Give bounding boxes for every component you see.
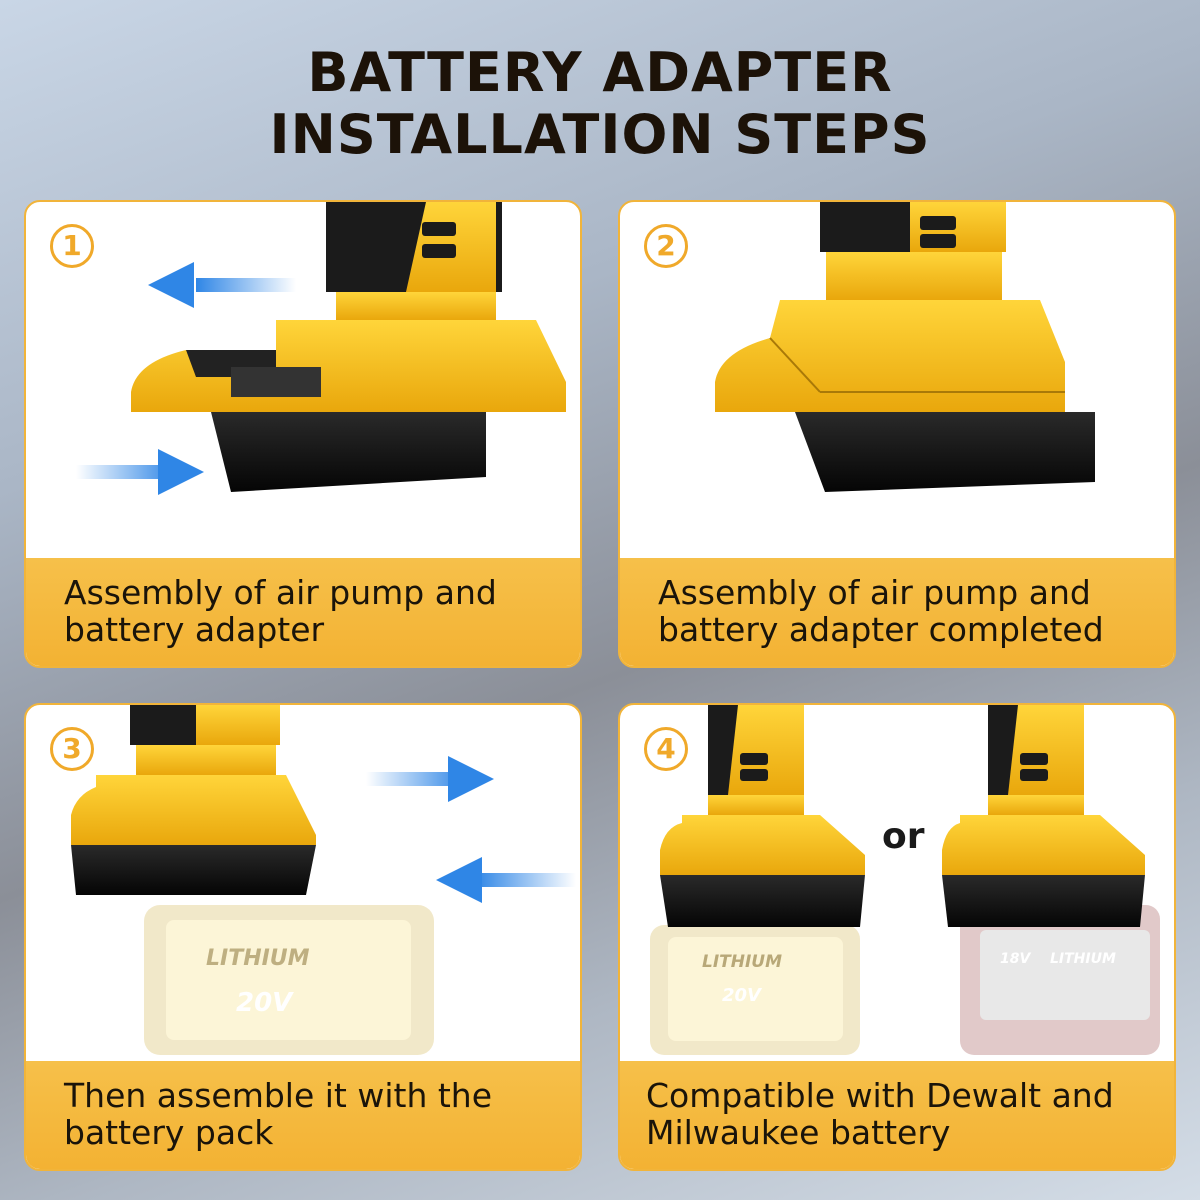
caption-line-2: battery adapter completed xyxy=(658,610,1104,649)
caption-band: Then assemble it with the battery pack xyxy=(26,1061,580,1169)
step-1-illustration xyxy=(76,202,566,495)
step-4-illustration: LITHIUM 20V 18V LITHIUM or xyxy=(650,705,1160,1055)
caption-line-2: Milwaukee battery xyxy=(646,1113,951,1152)
step-number-badge: 1 xyxy=(50,224,94,268)
caption-band: Assembly of air pump and battery adapter xyxy=(26,558,580,666)
step-card-4: LITHIUM 20V 18V LITHIUM or 4 Compatible … xyxy=(618,703,1176,1171)
caption-line-2: battery adapter xyxy=(64,610,325,649)
caption-band: Compatible with Dewalt and Milwaukee bat… xyxy=(620,1061,1174,1169)
dewalt-battery xyxy=(144,905,434,1055)
arrow-right-icon xyxy=(76,449,204,495)
caption-line-2: battery pack xyxy=(64,1113,274,1152)
step-caption: Assembly of air pump and battery adapter xyxy=(64,574,566,648)
step-number-badge: 4 xyxy=(644,727,688,771)
step-card-1: 1 Assembly of air pump and battery adapt… xyxy=(24,200,582,668)
arrow-left-icon xyxy=(436,857,576,903)
battery-voltage-label: 20V xyxy=(236,988,294,1018)
title-line-1: BATTERY ADAPTER xyxy=(307,41,893,104)
caption-line-1: Assembly of air pump and xyxy=(64,573,497,612)
caption-line-1: Then assemble it with the xyxy=(64,1076,493,1115)
step-caption: Compatible with Dewalt and Milwaukee bat… xyxy=(646,1077,1160,1151)
step-3-illustration: LITHIUM 20V xyxy=(71,705,576,1055)
dewalt-voltage-label: 20V xyxy=(722,985,763,1006)
arrow-left-icon xyxy=(148,262,296,308)
milwaukee-battery xyxy=(960,905,1160,1055)
step-number-badge: 2 xyxy=(644,224,688,268)
milwaukee-voltage-label: 18V xyxy=(1000,951,1031,967)
title-line-2: INSTALLATION STEPS xyxy=(269,103,931,166)
caption-line-1: Compatible with Dewalt and xyxy=(646,1076,1114,1115)
or-separator: or xyxy=(882,816,925,857)
step-card-2: 2 Assembly of air pump and battery adapt… xyxy=(618,200,1176,668)
step-caption: Then assemble it with the battery pack xyxy=(64,1077,566,1151)
dewalt-battery xyxy=(650,925,860,1055)
battery-brand-label: LITHIUM xyxy=(206,946,310,971)
caption-line-1: Assembly of air pump and xyxy=(658,573,1091,612)
caption-band: Assembly of air pump and battery adapter… xyxy=(620,558,1174,666)
step-card-3: LITHIUM 20V 3 Then assemble it with the … xyxy=(24,703,582,1171)
arrow-right-icon xyxy=(366,756,494,802)
dewalt-brand-label: LITHIUM xyxy=(702,952,782,972)
step-caption: Assembly of air pump and battery adapter… xyxy=(658,574,1160,648)
milwaukee-brand-label: LITHIUM xyxy=(1050,951,1116,967)
step-2-illustration xyxy=(715,202,1095,492)
step-number-badge: 3 xyxy=(50,727,94,771)
page-title: BATTERY ADAPTER INSTALLATION STEPS xyxy=(0,42,1200,166)
